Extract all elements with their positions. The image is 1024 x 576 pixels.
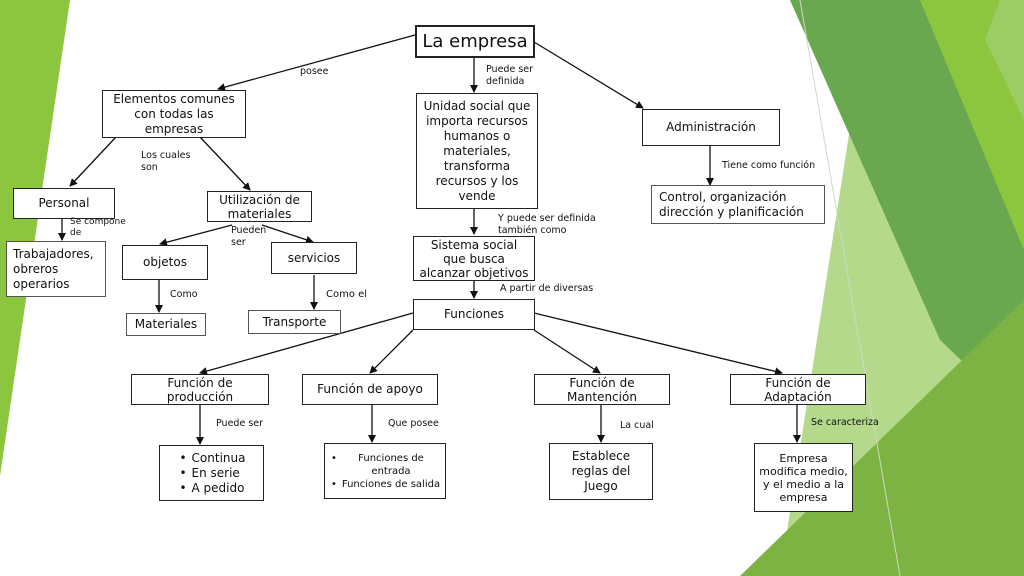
node-unidad-social-label: Unidad social que importa recursos human… xyxy=(423,98,531,203)
label-como: Como xyxy=(170,289,198,300)
node-objetos-label: objetos xyxy=(143,255,187,269)
label-la-cual: La cual xyxy=(620,420,654,431)
node-funciones: Funciones xyxy=(413,299,535,330)
node-produccion-tipos: Continua En serie A pedido xyxy=(159,445,264,501)
list-item: Funciones de salida xyxy=(329,478,441,491)
node-funcion-apoyo-label: Función de apoyo xyxy=(317,382,423,396)
node-servicios-label: servicios xyxy=(287,250,341,265)
label-los-cuales-son: Los cuales son xyxy=(141,150,191,173)
label-posee: posee xyxy=(300,66,329,77)
node-administracion-label: Administración xyxy=(666,120,756,134)
node-unidad-social: Unidad social que importa recursos human… xyxy=(416,93,538,209)
apoyo-list: Funciones de entrada Funciones de salida xyxy=(329,452,441,491)
label-a-partir-de-diversas: A partir de diversas xyxy=(500,283,594,294)
node-utilizacion: Utilización de materiales xyxy=(207,191,312,222)
node-trabajadores-label: Trabajadores, obreros operarios xyxy=(13,246,94,291)
node-la-empresa: La empresa xyxy=(415,25,535,58)
node-empresa-modifica-label: Empresa modifica medio, y el medio a la … xyxy=(759,451,848,504)
node-empresa-modifica: Empresa modifica medio, y el medio a la … xyxy=(754,443,853,512)
node-control: Control, organización dirección y planif… xyxy=(651,185,825,224)
label-tiene-como-funcion: Tiene como función xyxy=(722,160,816,171)
node-elementos-comunes: Elementos comunes con todas las empresas xyxy=(102,90,246,138)
label-tambien-como: Y puede ser definida también como xyxy=(498,213,596,236)
decor-line xyxy=(799,0,901,576)
node-transporte-label: Transporte xyxy=(262,314,327,329)
node-funciones-label: Funciones xyxy=(444,307,504,321)
label-que-posee: Que posee xyxy=(388,418,439,429)
list-item: En serie xyxy=(178,466,246,481)
node-administracion: Administración xyxy=(642,109,780,146)
list-item: A pedido xyxy=(178,481,246,496)
node-funcion-mantencion-label: Función de Mantención xyxy=(567,375,637,404)
node-funcion-adaptacion-label: Función de Adaptación xyxy=(764,375,832,404)
node-establece-reglas: Establece reglas del Juego xyxy=(549,443,653,500)
node-personal-label: Personal xyxy=(38,196,90,210)
left-green-band xyxy=(0,0,70,476)
node-apoyo-tipos: Funciones de entrada Funciones de salida xyxy=(324,443,446,499)
list-item: Funciones de entrada xyxy=(329,452,441,478)
right-green-shape-accent xyxy=(985,0,1024,120)
node-personal: Personal xyxy=(13,188,115,219)
node-transporte: Transporte xyxy=(248,310,341,334)
list-item: Continua xyxy=(178,451,246,466)
node-funcion-adaptacion: Función de Adaptación xyxy=(730,374,866,405)
node-materiales-label: Materiales xyxy=(134,317,198,331)
produccion-list: Continua En serie A pedido xyxy=(178,451,246,496)
node-sistema-social-label: Sistema social que busca alcanzar objeti… xyxy=(419,237,529,280)
label-como-el: Como el xyxy=(326,289,368,300)
node-funcion-produccion: Función de producción xyxy=(131,374,269,405)
node-elementos-comunes-label: Elementos comunes con todas las empresas xyxy=(113,91,235,136)
label-se-caracteriza: Se caracteriza xyxy=(811,417,879,428)
node-servicios: servicios xyxy=(271,242,357,274)
node-sistema-social: Sistema social que busca alcanzar objeti… xyxy=(413,236,535,281)
node-funcion-produccion-label: Función de producción xyxy=(166,375,234,404)
node-la-empresa-label: La empresa xyxy=(422,30,528,52)
node-objetos: objetos xyxy=(122,245,208,280)
node-materiales: Materiales xyxy=(126,313,206,336)
label-pueden-ser: Pueden ser xyxy=(231,225,267,248)
label-puede-ser: Puede ser xyxy=(216,418,264,429)
node-utilizacion-label: Utilización de materiales xyxy=(219,192,300,221)
label-se-compone-de: Se compone de xyxy=(70,217,126,238)
node-establece-reglas-label: Establece reglas del Juego xyxy=(571,449,631,493)
node-trabajadores: Trabajadores, obreros operarios xyxy=(6,241,106,297)
node-control-label: Control, organización dirección y planif… xyxy=(659,189,804,219)
node-funcion-apoyo: Función de apoyo xyxy=(302,374,438,405)
label-puede-ser-definida: Puede ser definida xyxy=(486,64,534,87)
node-funcion-mantencion: Función de Mantención xyxy=(534,374,670,405)
